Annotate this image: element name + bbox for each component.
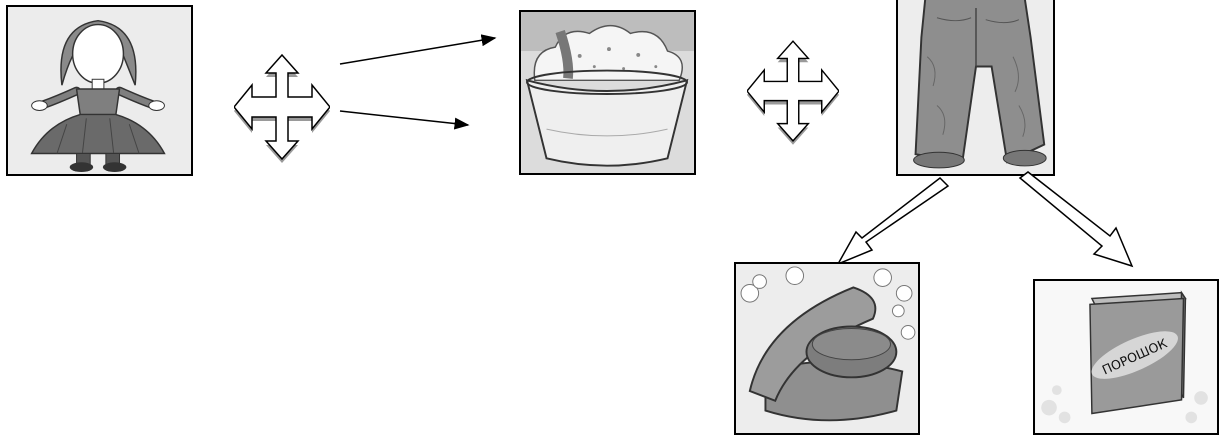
basin-picture (519, 10, 696, 175)
soap-illustration (736, 264, 918, 433)
four-way-arrow-icon (747, 36, 839, 148)
hollow-arrow-icon (838, 178, 948, 264)
four-way-arrow-icon (234, 53, 330, 163)
trousers-illustration (898, 0, 1053, 174)
arrows-to-basin (330, 25, 500, 140)
powder-picture: ПОРОШОК (1033, 279, 1219, 435)
arrow-right-icon (340, 38, 495, 64)
girl-illustration (8, 7, 191, 174)
girl-picture (6, 5, 193, 176)
soap-picture (734, 262, 920, 435)
basin-illustration (521, 12, 694, 173)
arrow-right-icon (340, 111, 468, 125)
hollow-arrow-icon (1020, 172, 1132, 266)
powder-illustration: ПОРОШОК (1035, 281, 1217, 433)
trousers-picture (896, 0, 1055, 176)
